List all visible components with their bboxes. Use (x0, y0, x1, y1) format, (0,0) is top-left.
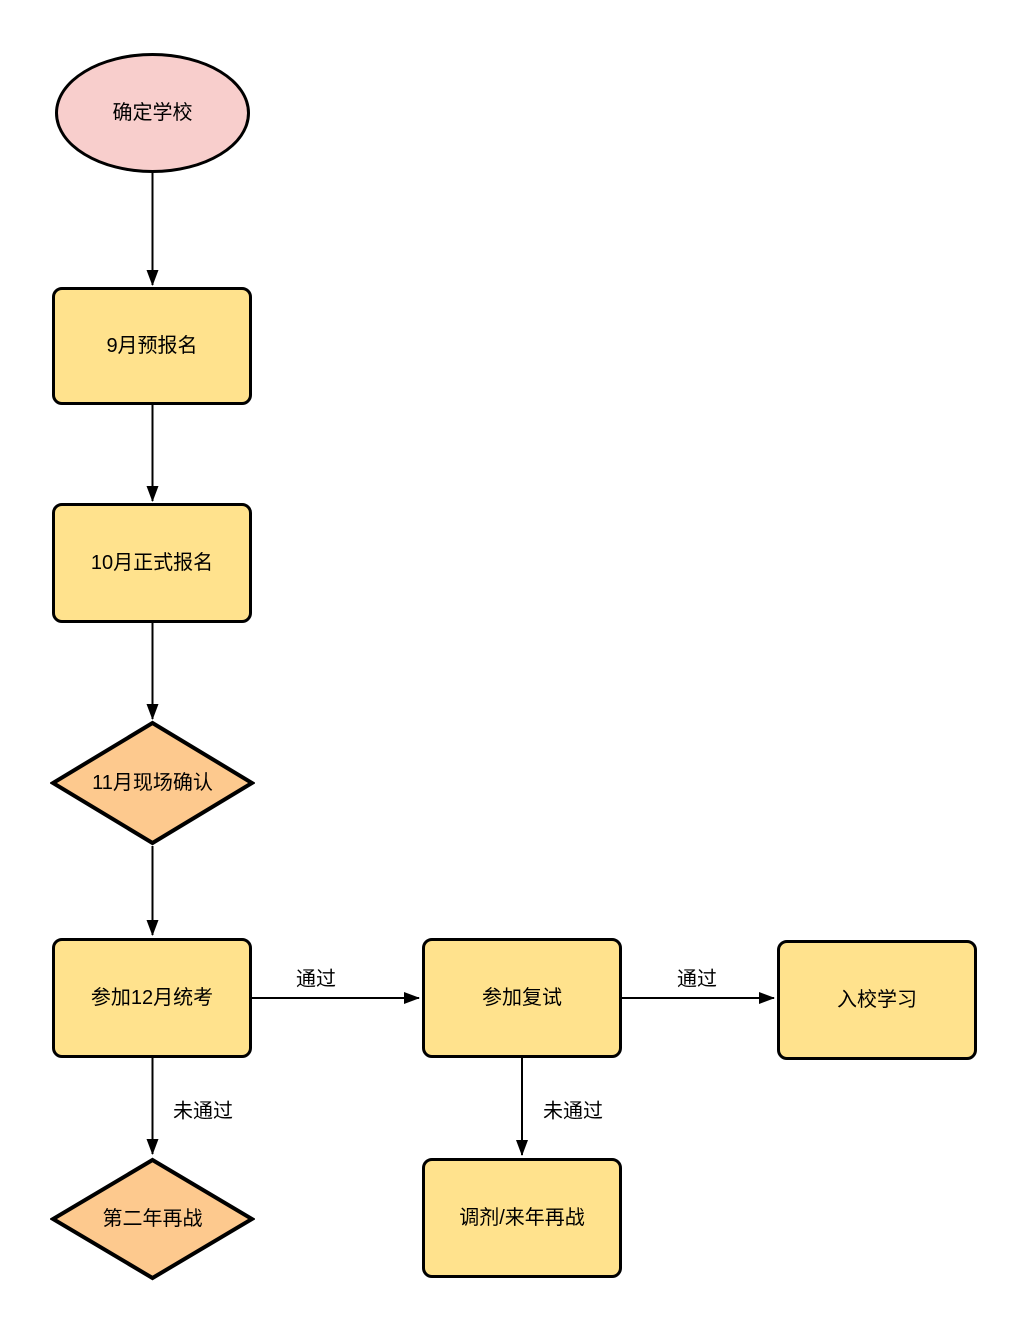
node-pre-register-label: 9月预报名 (106, 335, 198, 357)
node-enroll-label: 入校学习 (837, 989, 917, 1011)
node-retest: 参加复试 (422, 938, 622, 1058)
node-start: 确定学校 (55, 53, 250, 173)
edge-label-exam-fail: 未通过 (173, 1100, 233, 1123)
node-adjust-or-retry: 调剂/来年再战 (422, 1158, 622, 1278)
edge-label-retest-pass: 通过 (677, 968, 717, 991)
edge-label-exam-pass: 通过 (296, 968, 336, 991)
node-retry-next-year-label: 第二年再战 (102, 1208, 203, 1230)
edge-label-retest-fail: 未通过 (543, 1100, 603, 1123)
node-enroll: 入校学习 (777, 940, 977, 1060)
node-onsite-confirm-label: 11月现场确认 (92, 772, 213, 794)
node-december-exam-label: 参加12月统考 (90, 987, 214, 1009)
diamond-shape (50, 1157, 255, 1281)
node-formal-register-label: 10月正式报名 (90, 552, 214, 574)
diamond-shape (50, 720, 255, 846)
node-retest-label: 参加复试 (482, 987, 562, 1009)
node-formal-register: 10月正式报名 (52, 503, 252, 623)
node-onsite-confirm: 11月现场确认 (50, 720, 255, 846)
node-december-exam: 参加12月统考 (52, 938, 252, 1058)
node-start-label: 确定学校 (112, 102, 193, 124)
node-retry-next-year: 第二年再战 (50, 1157, 255, 1281)
node-pre-register: 9月预报名 (52, 287, 252, 405)
node-adjust-or-retry-label: 调剂/来年再战 (459, 1207, 585, 1229)
